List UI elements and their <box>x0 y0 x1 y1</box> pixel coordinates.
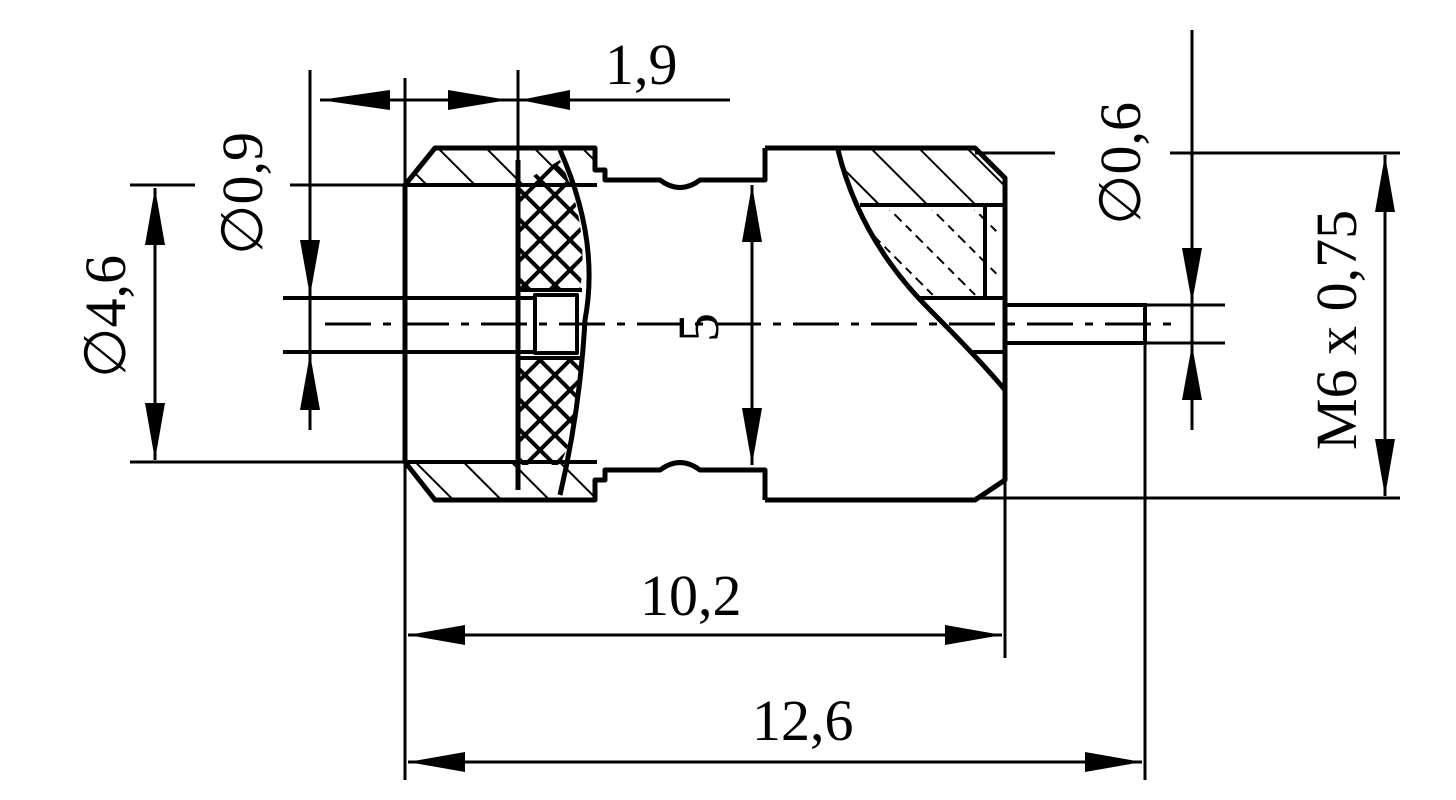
dim-left-large-label: ∅4,6 <box>73 255 138 378</box>
dim-center-label: 5 <box>666 313 731 342</box>
dimension-left-small: ∅0,9 <box>210 132 405 430</box>
dim-right-small-label: ∅0,6 <box>1088 102 1153 225</box>
dim-bottom-inner-label: 10,2 <box>640 563 742 628</box>
dim-top-label: 1,9 <box>605 32 678 97</box>
dimension-center: 5 <box>666 185 762 465</box>
dimension-top: 1,9 <box>308 32 730 185</box>
dim-thread-label: M6 x 0,75 <box>1304 210 1369 450</box>
dim-bottom-outer-label: 12,6 <box>752 688 854 753</box>
dimension-bottom-inner: 10,2 <box>403 462 1007 780</box>
dimension-thread: M6 x 0,75 <box>975 151 1400 500</box>
dimension-left-large: ∅4,6 <box>73 183 405 464</box>
dimension-right-small: ∅0,6 <box>975 30 1225 430</box>
dimension-bottom-outer: 12,6 <box>408 343 1147 780</box>
left-cap-body <box>283 145 768 503</box>
dim-left-small-label: ∅0,9 <box>210 132 275 255</box>
